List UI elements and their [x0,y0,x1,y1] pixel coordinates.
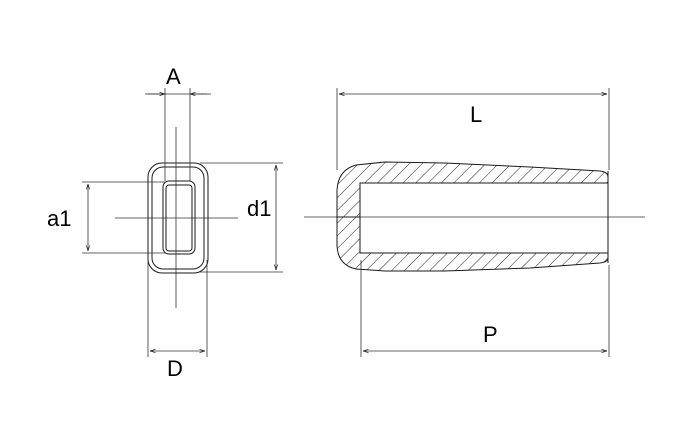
section-view: L P [304,88,645,357]
end-view-mid-profile [151,166,205,270]
end-view: A a1 d1 D [47,64,283,381]
a1-label: a1 [47,206,71,231]
l-label: L [470,102,482,127]
d1-label: d1 [247,196,271,221]
end-view-outer-profile [147,162,209,274]
end-view-bore [162,180,196,255]
p-label: P [483,322,498,347]
end-view-bore-inner [165,184,193,252]
d-label: D [167,356,183,381]
section-upper-wall [336,161,609,218]
a-label: A [166,64,181,89]
section-lower-wall [336,216,609,272]
